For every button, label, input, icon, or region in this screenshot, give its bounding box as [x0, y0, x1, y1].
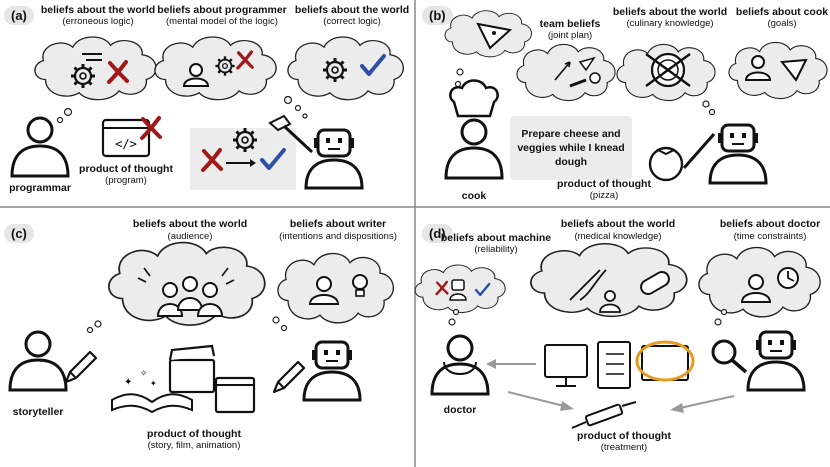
person-label: cook [461, 190, 487, 202]
product-sub: (story, film, animation) [147, 440, 241, 451]
belief-sub: (goals) [767, 18, 797, 29]
speech-bubble: Prepare cheese and veggies while I knead… [510, 116, 632, 180]
svg-text:</>: </> [115, 137, 137, 151]
person-label: storyteller [12, 406, 64, 418]
belief-title: beliefs about the world [40, 4, 156, 16]
person-label: programmar [9, 182, 71, 194]
belief-sub: (intentions and dispositions) [279, 231, 397, 242]
product-sub: (program) [105, 175, 147, 186]
belief-title: beliefs about cook [735, 6, 829, 18]
product-sub: (pizza) [589, 190, 619, 201]
belief-title: beliefs about programmer [157, 4, 287, 16]
belief-title: beliefs about the world [560, 218, 676, 230]
belief-sub: (mental model of the logic) [166, 16, 278, 27]
svg-text:✦: ✦ [124, 377, 132, 388]
svg-text:✦: ✦ [150, 379, 157, 388]
panel-a-graphics: </> [10, 36, 405, 190]
belief-sub: (culinary knowledge) [626, 18, 714, 29]
belief-sub: (medical knowledge) [574, 231, 662, 242]
belief-title: beliefs about machine [440, 232, 552, 244]
panel-b-graphics [444, 10, 828, 185]
panel-c-label: (c) [4, 224, 34, 243]
panel-d-graphics [414, 242, 821, 429]
product-title: product of thought [79, 163, 173, 175]
panel-d-label: (d) [422, 224, 453, 243]
belief-sub: (time constraints) [733, 231, 807, 242]
belief-sub: (joint plan) [547, 30, 593, 41]
belief-title: beliefs about writer [289, 218, 387, 230]
svg-text:✧: ✧ [140, 368, 148, 378]
product-sub: (treatment) [600, 442, 648, 453]
product-title: product of thought [147, 428, 241, 440]
belief-sub: (correct logic) [323, 16, 381, 27]
product-title: product of thought [557, 178, 651, 190]
belief-title: beliefs about doctor [719, 218, 821, 230]
belief-title: team beliefs [539, 18, 601, 30]
panel-a-label: (a) [4, 6, 34, 25]
panel-c-graphics: ✦✧✦ [8, 241, 395, 414]
belief-title: beliefs about the world [132, 218, 248, 230]
product-title: product of thought [577, 430, 671, 442]
panel-b-label: (b) [422, 6, 453, 25]
belief-sub: (erroneous logic) [62, 16, 134, 27]
belief-title: beliefs about the world [294, 4, 410, 16]
belief-title: beliefs about the world [612, 6, 728, 18]
belief-sub: (reliability) [474, 244, 518, 255]
person-label: doctor [443, 404, 477, 416]
belief-sub: (audience) [167, 231, 213, 242]
